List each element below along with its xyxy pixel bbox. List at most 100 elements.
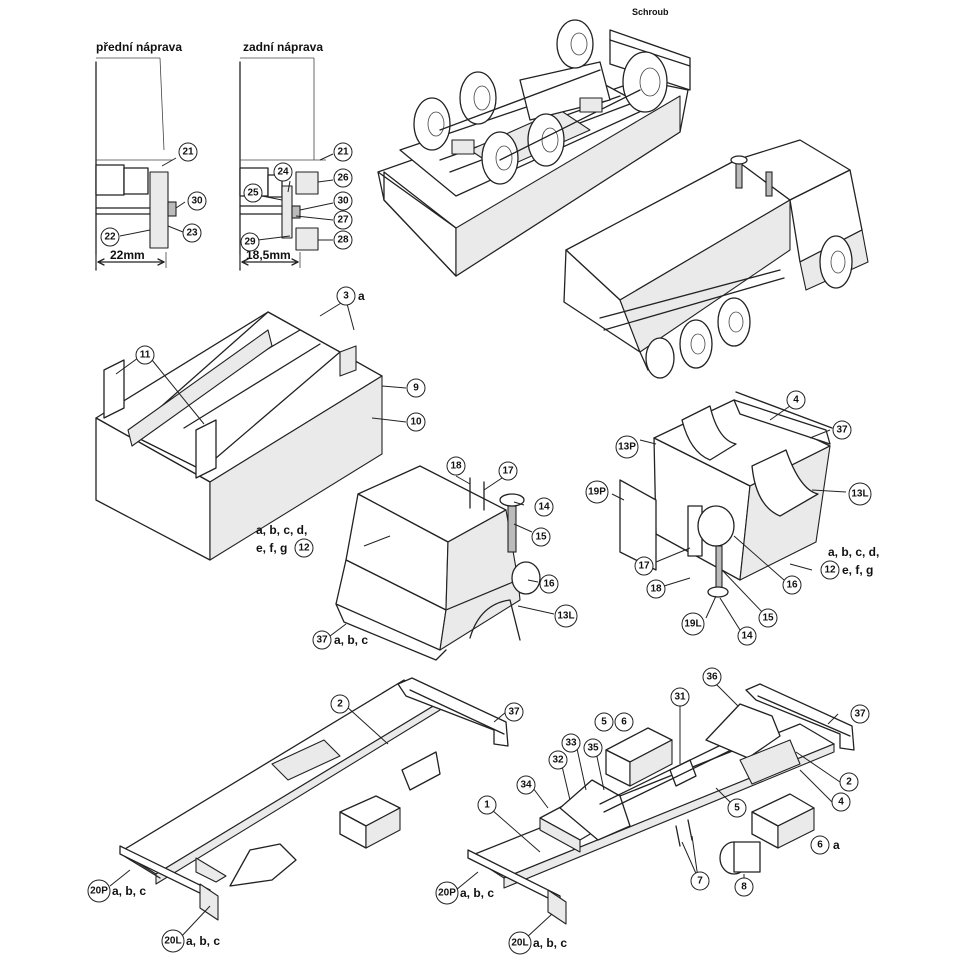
svg-text:12: 12 [824, 565, 836, 576]
callout-36: 36 [702, 667, 722, 687]
truck-underside-view [377, 19, 691, 277]
callout-21: 21 [178, 142, 198, 162]
callout-31: 31 [670, 687, 690, 707]
front-axle-detail: přední náprava 22mm 21 30 22 23 [95, 40, 207, 271]
callout-24: 24 [273, 162, 293, 182]
svg-text:12: 12 [298, 543, 310, 554]
svg-text:6: 6 [621, 717, 627, 728]
callout-5: 5 [727, 798, 747, 818]
cargo-box-body: 3 a 11 9 10 [95, 286, 426, 561]
svg-text:4: 4 [793, 395, 799, 406]
svg-text:24: 24 [277, 167, 289, 178]
svg-text:4: 4 [838, 797, 844, 808]
callout-13L: 13L [848, 482, 872, 506]
callout-20P: 20P [87, 879, 111, 903]
svg-text:20L: 20L [511, 938, 528, 949]
svg-text:20P: 20P [438, 888, 456, 899]
svg-text:21: 21 [337, 147, 349, 158]
callout-13L: 13L [554, 604, 578, 628]
svg-text:1: 1 [484, 800, 490, 811]
chassis-right-6-label: a [833, 838, 840, 852]
callout-2: 2 [330, 694, 350, 714]
svg-text:3: 3 [343, 291, 349, 302]
svg-text:16: 16 [786, 580, 798, 591]
svg-text:14: 14 [538, 502, 550, 513]
callout-14: 14 [737, 626, 757, 646]
callout-10: 10 [406, 412, 426, 432]
callout-20L: 20L [508, 931, 532, 955]
front-axle-dimension: 22mm [110, 248, 145, 262]
svg-text:17: 17 [638, 561, 650, 572]
callout-11: 11 [135, 345, 155, 365]
callout-18: 18 [446, 456, 466, 476]
svg-text:11: 11 [140, 350, 151, 361]
svg-text:19L: 19L [684, 619, 701, 630]
callout-6: 6 [614, 712, 634, 732]
callout-13P: 13P [615, 435, 639, 459]
cab-rear-12-label-line2: e, f, g [842, 563, 873, 577]
svg-text:14: 14 [741, 631, 753, 642]
svg-text:29: 29 [244, 237, 256, 248]
callout-3: 3 [336, 286, 356, 306]
svg-text:34: 34 [520, 780, 532, 791]
callout-17: 17 [498, 461, 518, 481]
callout-19P: 19P [585, 480, 609, 504]
svg-text:15: 15 [535, 532, 547, 543]
svg-text:17: 17 [502, 466, 514, 477]
truck-assembled-view [563, 139, 869, 379]
callout-18: 18 [646, 579, 666, 599]
svg-text:36: 36 [706, 672, 718, 683]
callout-5: 5 [594, 712, 614, 732]
svg-text:30: 30 [191, 196, 203, 207]
svg-text:37: 37 [316, 635, 328, 646]
callout-16: 16 [782, 575, 802, 595]
svg-text:7: 7 [697, 876, 703, 887]
svg-text:18: 18 [650, 584, 662, 595]
rear-axle-detail: zadní náprava 18,5mm 21 24 26 25 30 27 2… [239, 40, 353, 271]
svg-text:5: 5 [734, 803, 740, 814]
cab-rear-view: 4 37 13P 19P 13L 17 18 16 a, b, c, d, 12… [585, 390, 879, 646]
rear-axle-dimension: 18,5mm [246, 248, 291, 262]
cab-front-view: 18 17 14 15 a, b, c, d, e, f, g 12 16 13… [256, 456, 578, 661]
callout-16: 16 [539, 574, 559, 594]
svg-text:25: 25 [247, 188, 259, 199]
callout-21: 21 [333, 142, 353, 162]
front-axle-title: přední náprava [96, 40, 182, 54]
svg-text:8: 8 [741, 882, 747, 893]
svg-text:37: 37 [854, 709, 866, 720]
svg-text:2: 2 [337, 699, 343, 710]
svg-text:6: 6 [817, 840, 823, 851]
svg-text:20P: 20P [90, 886, 108, 897]
callout-25: 25 [243, 183, 263, 203]
svg-text:37: 37 [508, 707, 520, 718]
callout-4: 4 [786, 390, 806, 410]
callout-12: 12 [294, 538, 314, 558]
chassis-right-20P-label: a, b, c [460, 886, 494, 900]
svg-text:35: 35 [587, 743, 599, 754]
callout-32: 32 [548, 750, 568, 770]
callout-20L: 20L [161, 929, 185, 953]
chassis-right-view: 36 37 31 5 6 33 35 32 34 2 4 5 1 7 6 a 8… [435, 667, 870, 955]
callout-37: 37 [832, 420, 852, 440]
callout-20P: 20P [435, 881, 459, 905]
callout-2: 2 [839, 772, 859, 792]
top-label: Schroub [632, 7, 669, 17]
callout-27: 27 [333, 210, 353, 230]
svg-text:13P: 13P [618, 442, 636, 453]
callout-17: 17 [634, 556, 654, 576]
cab-rear-12-label-line1: a, b, c, d, [828, 545, 879, 559]
chassis-left-view: 2 37 20P a, b, c 20L a, b, c [87, 677, 524, 953]
svg-text:33: 33 [565, 738, 577, 749]
svg-text:18: 18 [450, 461, 462, 472]
callout-35: 35 [583, 738, 603, 758]
svg-text:31: 31 [674, 692, 686, 703]
svg-text:2: 2 [846, 777, 852, 788]
svg-text:26: 26 [337, 173, 349, 184]
callout-15: 15 [531, 527, 551, 547]
callout-28: 28 [333, 230, 353, 250]
svg-text:13L: 13L [557, 611, 574, 622]
svg-text:21: 21 [182, 147, 194, 158]
svg-text:32: 32 [552, 755, 564, 766]
cab-12-label-line2: e, f, g [256, 541, 287, 555]
